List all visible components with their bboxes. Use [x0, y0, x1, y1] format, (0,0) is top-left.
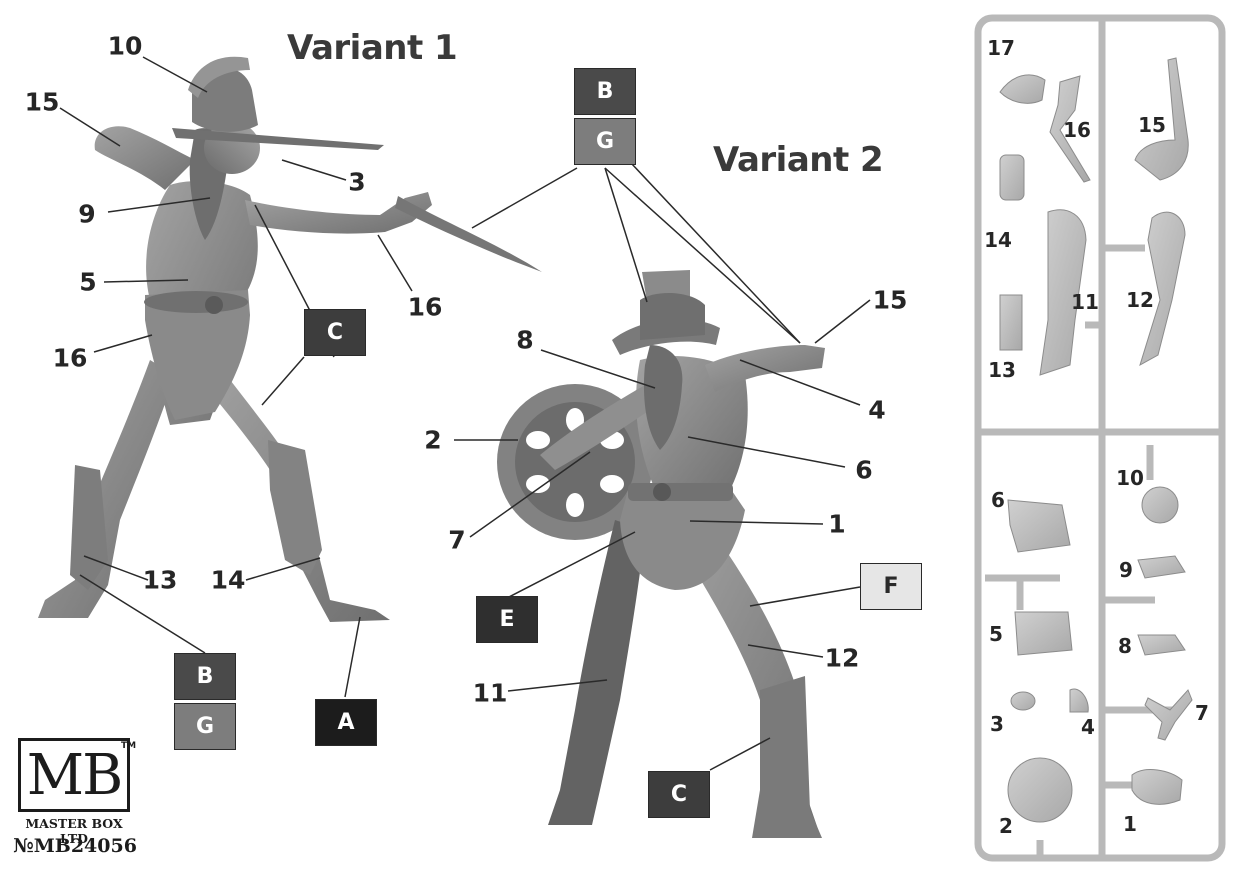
v1-sword-lower: [395, 196, 542, 272]
v1-right-greave: [268, 440, 322, 575]
v2-callout-hair: 8: [516, 325, 534, 355]
v2-helmet-dome: [640, 293, 705, 340]
part-10: [1141, 486, 1179, 524]
v1-callout-skirt: 16: [52, 343, 88, 373]
v1-callout-right-greave: 14: [210, 565, 246, 595]
color-box-v1-boot-b: B: [174, 653, 236, 700]
part-7: [1144, 689, 1193, 741]
sprue-label-1: 1: [1123, 812, 1137, 836]
sprue-label-16: 16: [1063, 118, 1091, 142]
sprue-label-14: 14: [984, 228, 1012, 252]
variant1-title: Variant 1: [287, 28, 458, 68]
sprue-label-6: 6: [991, 488, 1005, 512]
color-box-v1-shoulder: C: [304, 309, 366, 356]
v1-extended-arm: [245, 192, 432, 234]
v2-callout-bracer: 15: [872, 285, 908, 315]
color-box-v2-boot: C: [648, 771, 710, 818]
part-17: [999, 74, 1046, 104]
v1-callout-sword: 16: [407, 292, 443, 322]
part-9: [1137, 555, 1186, 579]
color-box-v1-foot: A: [315, 699, 377, 746]
part-5: [1014, 611, 1073, 656]
color-box-v2-belt: E: [476, 596, 538, 643]
sprue-label-17: 17: [987, 36, 1015, 60]
figure-variant2: [497, 270, 825, 838]
v1-belt: [144, 291, 248, 313]
v2-callout-torso: 6: [855, 455, 873, 485]
part-8: [1137, 634, 1186, 656]
v2-hair: [643, 345, 683, 450]
v1-helmet-crest: [188, 56, 250, 98]
v2-callout-left-leg: 11: [472, 678, 508, 708]
part-3: [1010, 691, 1036, 711]
part-1: [1131, 769, 1183, 805]
sprue-label-12: 12: [1126, 288, 1154, 312]
sprue-label-11: 11: [1071, 290, 1099, 314]
v1-callout-left-greave: 13: [142, 565, 178, 595]
brand-logo: MB: [18, 738, 130, 812]
v2-callout-shoulder: 4: [868, 395, 886, 425]
v2-shield-holes: [526, 408, 624, 517]
part-2: [1007, 757, 1073, 823]
v2-callout-right-leg: 12: [824, 643, 860, 673]
v2-raised-arm: [705, 345, 825, 392]
sprue-label-9: 9: [1119, 558, 1133, 582]
sprue-label-2: 2: [999, 814, 1013, 838]
v1-callout-bracer: 15: [24, 87, 60, 117]
v2-boot-right: [752, 676, 822, 838]
v1-callout-torso: 5: [79, 267, 97, 297]
v2-callout-arm: 7: [448, 525, 466, 555]
sprue-label-10: 10: [1116, 466, 1144, 490]
color-box-v2-b: B: [574, 68, 636, 115]
sprue-label-5: 5: [989, 622, 1003, 646]
part-13: [999, 294, 1023, 351]
sprue-label-3: 3: [990, 712, 1004, 736]
part-12: [1139, 211, 1186, 367]
v2-skirt: [620, 488, 745, 590]
v1-helmet: [192, 67, 258, 132]
v1-callout-helmet: 10: [107, 31, 143, 61]
part-16: [1049, 75, 1091, 183]
v2-callout-shield: 2: [424, 425, 442, 455]
v1-callout-head: 3: [348, 167, 366, 197]
v1-callout-hair: 9: [78, 199, 96, 229]
maker-name: MASTER BOX LTD: [25, 816, 123, 846]
v1-sword-upper: [172, 128, 384, 150]
v2-belt: [628, 483, 733, 501]
v2-left-leg: [548, 520, 645, 825]
v1-raised-arm: [94, 126, 195, 190]
color-box-v2-legs: F: [860, 563, 922, 610]
variant2-title: Variant 2: [713, 140, 884, 180]
color-box-v2-g: G: [574, 118, 636, 165]
sprue-label-4: 4: [1081, 715, 1095, 739]
color-box-v1-boot-g: G: [174, 703, 236, 750]
sprue-label-8: 8: [1118, 634, 1132, 658]
part-11: [1039, 209, 1087, 376]
v2-callout-belt: 1: [828, 509, 846, 539]
figure-variant1: [38, 56, 542, 622]
v1-belt-buckle: [205, 296, 223, 314]
trademark-mark: TM: [121, 741, 137, 751]
v2-shield-arm: [540, 385, 650, 470]
v2-belt-buckle: [653, 483, 671, 501]
sprue-frame: [974, 14, 1226, 862]
sprue-parts: [999, 57, 1193, 823]
part-6: [1007, 499, 1071, 553]
v1-left-leg: [38, 360, 175, 618]
v1-left-greave: [70, 465, 108, 590]
part-15: [1134, 57, 1189, 181]
sprue-label-7: 7: [1195, 701, 1209, 725]
leader-lines: [59, 56, 871, 771]
sprue-label-15: 15: [1138, 113, 1166, 137]
part-4: [1069, 688, 1089, 713]
v1-skirt: [145, 290, 250, 420]
sprue-label-13: 13: [988, 358, 1016, 382]
part-14: [999, 154, 1025, 201]
catalog-number: №MB24056: [13, 835, 137, 857]
